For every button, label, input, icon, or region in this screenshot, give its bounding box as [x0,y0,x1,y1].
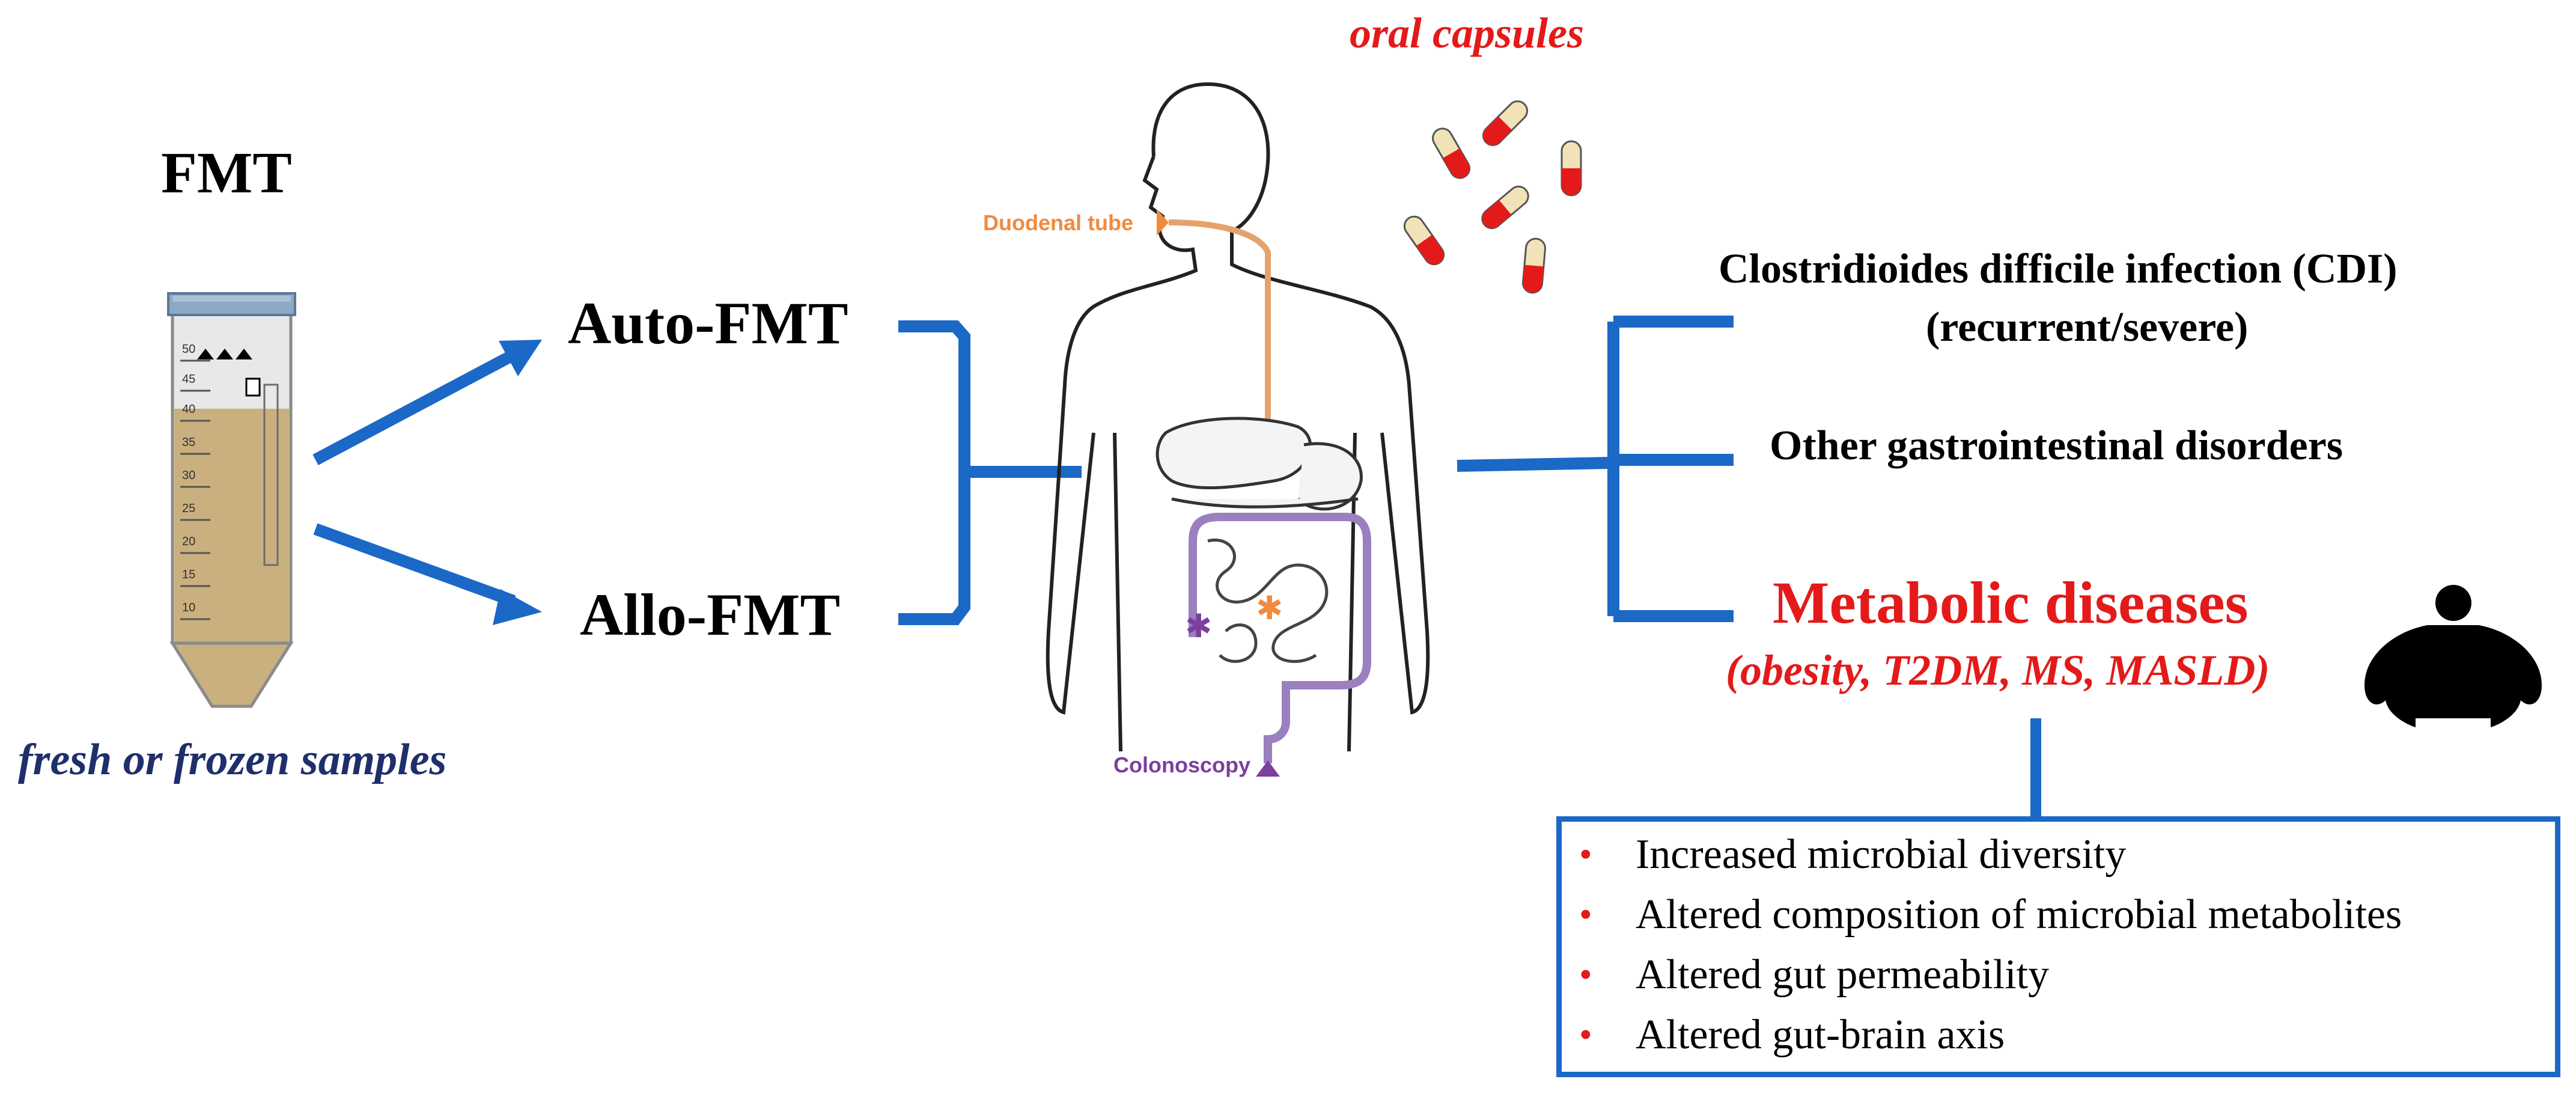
tube-mark: 35 [182,436,196,449]
capsules-icon [1403,100,1582,294]
tube-mark: 15 [182,568,196,581]
svg-text:✱: ✱ [1256,589,1283,627]
allo-fmt-label: Allo-FMT [580,581,841,648]
tube-mark: 50 [182,343,196,356]
cdi-label: Clostridioides difficile infection (CDI) [1719,246,2398,292]
tube-mark: 30 [182,469,196,482]
cdi-qualifier: (recurrent/severe) [1926,304,2249,350]
obesity-figure-icon [2364,585,2542,727]
intestines-icon: ✱ ✱ [1185,513,1371,777]
arrow-to-allo [313,523,542,625]
digestive-organs-icon [1156,417,1363,511]
tube-mark: 40 [182,403,196,416]
metabolic-diseases-label: Metabolic diseases [1773,569,2249,636]
auto-fmt-label: Auto-FMT [568,290,848,356]
duodenal-tube-label: Duodenal tube [983,210,1133,235]
samples-caption: fresh or frozen samples [18,735,447,784]
condition-bracket [1457,316,1734,622]
tube-mark: 25 [182,502,196,515]
metabolic-examples: (obesity, T2DM, MS, MASLD) [1726,646,2270,694]
bullet-icon: • [1579,894,1592,935]
other-gi-label: Other gastrointestinal disorders [1770,423,2343,469]
arrow-to-auto [312,340,542,465]
effect-text: Altered gut permeability [1636,952,2050,998]
effect-text: Increased microbial diversity [1636,831,2127,878]
effects-list: • Increased microbial diversity • Altered … [1574,825,2402,1065]
svg-text:✱: ✱ [1185,607,1212,645]
effect-item: • Increased microbial diversity [1574,825,2402,885]
method-bracket [898,320,1082,625]
bullet-icon: • [1579,1015,1592,1056]
effect-item: • Altered gut permeability [1574,945,2402,1005]
effect-item: • Altered gut-brain axis [1574,1005,2402,1065]
bullet-icon: • [1579,955,1592,995]
oral-capsules-label: oral capsules [1350,9,1585,57]
bullet-icon: • [1579,834,1592,875]
fmt-title: FMT [161,141,292,206]
effect-item: • Altered composition of microbial metabo… [1574,885,2402,945]
effect-text: Altered gut-brain axis [1636,1012,2005,1058]
tube-mark: 10 [182,601,196,614]
colonoscopy-label: Colonoscopy [1113,753,1251,777]
tube-mark: 20 [182,535,196,548]
effects-box [1556,816,2560,1077]
effect-text: Altered composition of microbial metabol… [1636,891,2402,938]
sample-tube-icon [167,292,296,708]
tube-mark: 45 [182,373,196,386]
